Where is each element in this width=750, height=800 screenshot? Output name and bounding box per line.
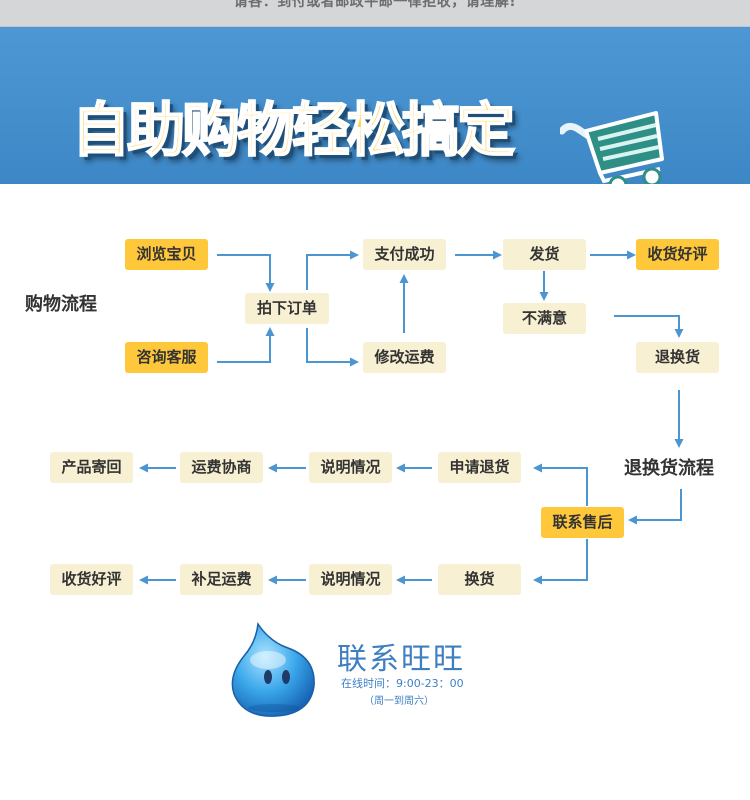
apply-return-step: 申请退货 [438,452,521,483]
arrow-order-to-modify [306,328,359,367]
payment-success-step: 支付成功 [363,239,446,270]
explain-situation-step-2: 说明情况 [309,564,392,595]
arrow-order-to-paid [306,250,359,290]
arrow-contact-to-exchange [533,539,588,585]
notice-text: 请各：到付或者邮政平邮一律拒收，请理解! [233,0,517,10]
send-back-step: 产品寄回 [50,452,133,483]
notice-bar: 请各：到付或者邮政平邮一律拒收，请理解! [0,0,750,27]
returns-flow-label: 退换货流程 [624,458,714,479]
banner: 自助购物轻松搞定 [0,27,750,184]
ship-step: 发货 [503,239,586,270]
place-order-step: 拍下订单 [245,293,329,324]
return-exchange-step: 退换货 [636,342,719,373]
negotiate-shipping-step: 运费协商 [180,452,263,483]
consult-service-step: 咨询客服 [125,342,208,373]
arrow-returns-flow-to-contact [628,489,682,525]
shopping-cart-icon [560,111,664,184]
explain-situation-step: 说明情况 [309,452,392,483]
online-hours: 在线时间：9:00-23：00 [341,677,464,690]
online-days: （周一到周六） [364,696,434,707]
receive-review-step-2: 收货好评 [50,564,133,595]
wangwang-icon[interactable] [224,620,324,720]
contact-support-step: 联系售后 [541,507,624,538]
arrow-contact-to-apply [533,463,588,506]
receive-review-step: 收货好评 [636,239,719,270]
contact-wangwang-title[interactable]: 联系旺旺 [337,642,465,677]
shopping-flow-label: 购物流程 [25,294,97,315]
arrow-unsatisfied-to-return [614,315,684,338]
browse-items-step: 浏览宝贝 [125,239,208,270]
modify-shipping-step: 修改运费 [363,342,446,373]
exchange-step: 换货 [438,564,521,595]
arrow-browse-to-order [217,254,275,292]
arrow-consult-to-order [217,327,275,363]
pay-shipping-step: 补足运费 [180,564,263,595]
unsatisfied-step: 不满意 [503,303,586,334]
banner-title: 自助购物轻松搞定 [71,95,516,165]
